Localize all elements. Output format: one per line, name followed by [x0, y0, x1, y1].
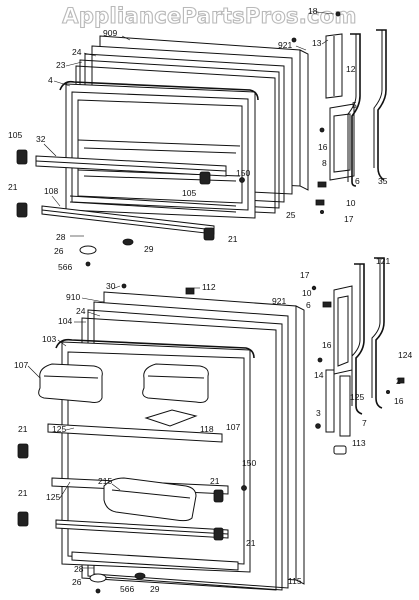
callout-566-b: 566	[120, 584, 134, 594]
callout-6: 6	[355, 176, 360, 186]
callout-2: 2	[396, 376, 401, 386]
callout-32: 32	[36, 134, 46, 144]
callout-910: 910	[66, 292, 80, 302]
callout-35: 35	[378, 176, 388, 186]
callout-124: 124	[398, 350, 412, 360]
callout-6-b: 6	[306, 300, 311, 310]
callout-17: 17	[344, 214, 354, 224]
callout-23: 23	[56, 60, 66, 70]
callout-566: 566	[58, 262, 72, 272]
callout-215: 215	[98, 476, 112, 486]
callout-4: 4	[48, 75, 53, 85]
freezer-hinge-hardware	[291, 11, 387, 214]
callout-105-left: 105	[8, 130, 22, 140]
callout-150: 150	[236, 168, 250, 178]
callout-125-a: 125	[52, 424, 66, 434]
callout-13: 13	[312, 38, 322, 48]
callout-29-b: 29	[150, 584, 160, 594]
callout-3: 3	[316, 408, 321, 418]
callout-150-b: 150	[242, 458, 256, 468]
callout-921-b: 921	[272, 296, 286, 306]
callout-21-f: 21	[246, 538, 256, 548]
callout-28-b: 28	[74, 564, 84, 574]
callout-16-b: 16	[322, 340, 332, 350]
callout-16: 16	[318, 142, 328, 152]
callout-112: 112	[202, 282, 216, 292]
callout-25: 25	[286, 210, 296, 220]
callout-909: 909	[103, 28, 117, 38]
callout-10-b: 10	[302, 288, 312, 298]
leader-lines	[27, 11, 335, 499]
callout-24-b: 24	[76, 306, 86, 316]
callout-107-right: 107	[226, 422, 240, 432]
callout-118: 118	[200, 424, 214, 434]
callout-14: 14	[314, 370, 324, 380]
callout-28: 28	[56, 232, 66, 242]
callout-103: 103	[42, 334, 56, 344]
callout-17-b: 17	[300, 270, 310, 280]
callout-107-left: 107	[14, 360, 28, 370]
callout-108: 108	[44, 186, 58, 196]
callout-21-c: 21	[18, 424, 28, 434]
callout-24: 24	[72, 47, 82, 57]
callout-26: 26	[54, 246, 64, 256]
callout-18: 18	[308, 6, 318, 16]
callout-121: 121	[376, 256, 390, 266]
callout-105-right: 105	[182, 188, 196, 198]
callout-21-d: 21	[210, 476, 220, 486]
callout-7: 7	[362, 418, 367, 428]
callout-labels-top: 18 909 24 23 4 921 13 12 5 16 8 6 35 10 …	[8, 6, 388, 272]
freezer-door-assembly	[16, 35, 309, 267]
callout-21-right: 21	[228, 234, 238, 244]
callout-12: 12	[346, 64, 356, 74]
callout-21-e: 21	[18, 488, 28, 498]
callout-113: 113	[352, 438, 366, 448]
callout-16-c: 16	[394, 396, 404, 406]
callout-125-strip: 125	[350, 392, 364, 402]
callout-115: 115	[288, 576, 302, 586]
callout-921: 921	[278, 40, 292, 50]
callout-30: 30	[106, 281, 116, 291]
fresh-food-door-assembly	[17, 291, 305, 594]
callout-21-left: 21	[8, 182, 18, 192]
fresh-food-hinge-hardware	[121, 257, 405, 455]
callout-5: 5	[352, 100, 357, 110]
watermark-text: AppliancePartsPros.com	[62, 3, 357, 28]
callout-104: 104	[58, 316, 72, 326]
callout-labels-bottom: 30 112 17 121 10 910 24 921 6 104 103 16…	[14, 256, 412, 594]
callout-8: 8	[322, 158, 327, 168]
callout-29: 29	[144, 244, 154, 254]
callout-125-c: 125	[46, 492, 60, 502]
callout-26-b: 26	[72, 577, 82, 587]
callout-10: 10	[346, 198, 356, 208]
